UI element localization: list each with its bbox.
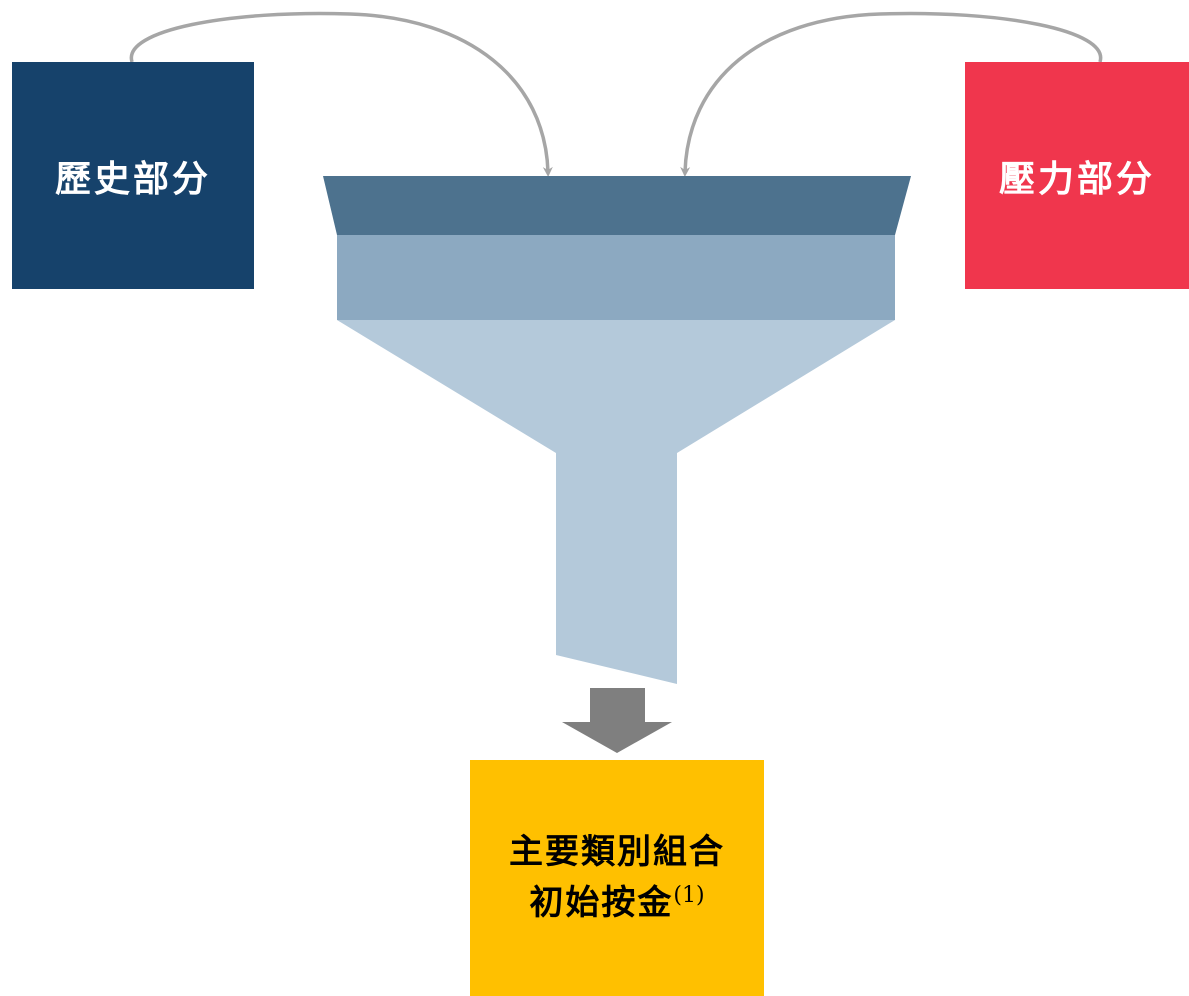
stress-label: 壓力部分 bbox=[998, 157, 1155, 200]
result-label-line1: 主要類別組合 bbox=[509, 832, 725, 872]
result-label-line2: 初始按金 bbox=[529, 883, 674, 923]
history-label: 歷史部分 bbox=[54, 157, 211, 200]
result-footnote: (1) bbox=[673, 883, 705, 908]
connector-stress-to-funnel bbox=[680, 11, 1103, 177]
funnel-icon bbox=[323, 176, 911, 684]
funnel-bottom-cone bbox=[337, 320, 895, 684]
result-box: 主要類別組合 初始按金(1) bbox=[470, 760, 764, 996]
funnel-top-band bbox=[323, 176, 911, 235]
result-label-line2-wrap: 初始按金(1) bbox=[529, 878, 704, 929]
down-arrow-icon bbox=[562, 688, 672, 753]
history-box: 歷史部分 bbox=[12, 62, 254, 289]
funnel-middle-band bbox=[337, 235, 895, 320]
connector-history-to-funnel bbox=[129, 11, 553, 177]
stress-box: 壓力部分 bbox=[965, 62, 1189, 289]
